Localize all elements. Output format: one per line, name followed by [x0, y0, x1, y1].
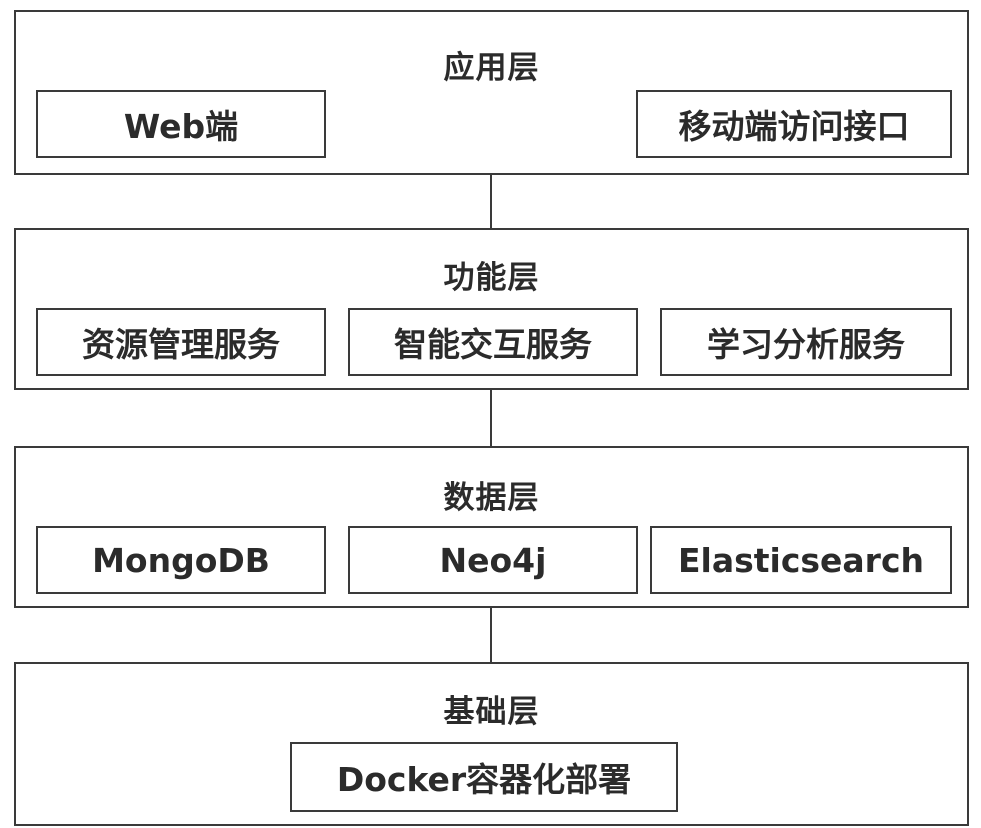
application-layer-title: 应用层 [443, 50, 540, 86]
elasticsearch-box: Elasticsearch [650, 526, 952, 594]
docker-deployment-box: Docker容器化部署 [290, 742, 678, 812]
mobile-api-box: 移动端访问接口 [636, 90, 952, 158]
data-layer-title: 数据层 [443, 480, 540, 516]
mongodb-box: MongoDB [36, 526, 326, 594]
neo4j-box: Neo4j [348, 526, 638, 594]
intelligent-interaction-box: 智能交互服务 [348, 308, 638, 376]
base-layer-title: 基础层 [443, 694, 540, 730]
learning-analytics-box: 学习分析服务 [660, 308, 952, 376]
connector-data-base [490, 608, 492, 662]
connector-app-function [490, 175, 492, 228]
resource-management-box: 资源管理服务 [36, 308, 326, 376]
function-layer: 功能层 资源管理服务 智能交互服务 学习分析服务 [14, 228, 969, 390]
data-layer: 数据层 MongoDB Neo4j Elasticsearch [14, 446, 969, 608]
connector-function-data [490, 390, 492, 446]
application-layer: 应用层 Web端 移动端访问接口 [14, 10, 969, 175]
function-layer-title: 功能层 [443, 260, 540, 296]
web-client-box: Web端 [36, 90, 326, 158]
base-layer: 基础层 Docker容器化部署 [14, 662, 969, 826]
